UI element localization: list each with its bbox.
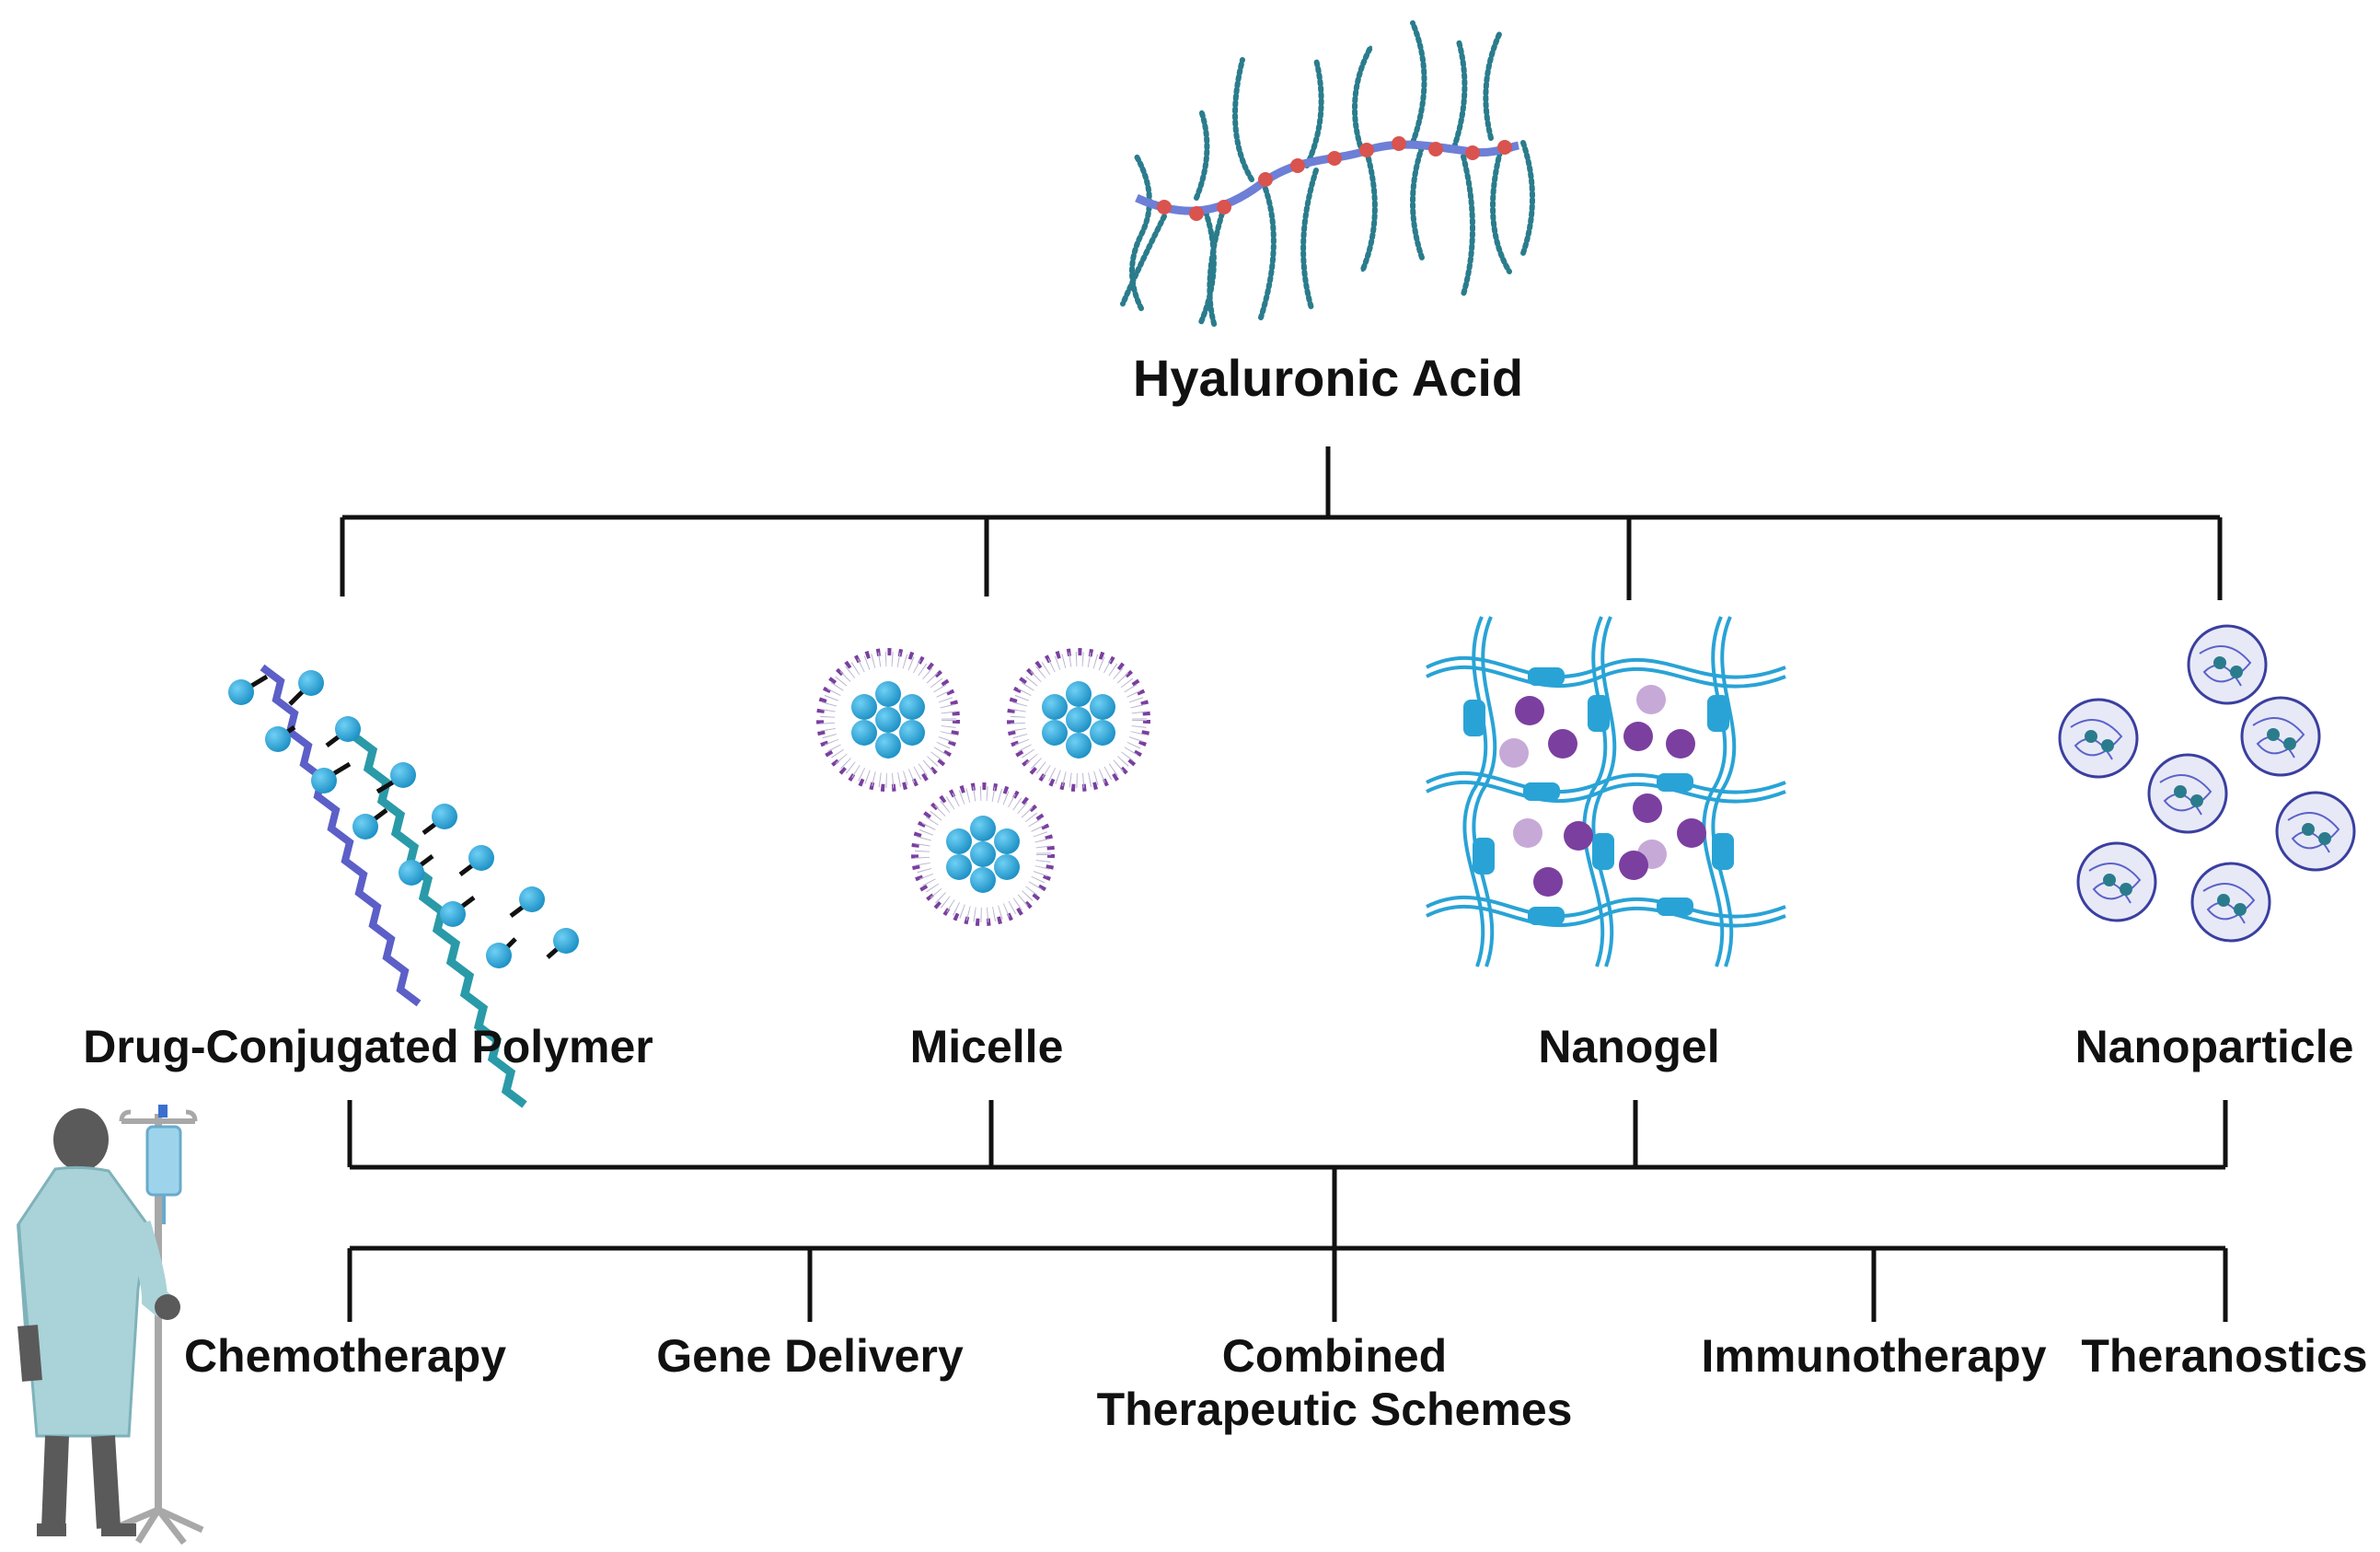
tree-connectors [340, 446, 2228, 1322]
carrier-label-nanoparticle: Nanoparticle [2074, 1021, 2354, 1072]
patient-with-iv-drip-icon [17, 1105, 204, 1546]
application-label-combined-therapeutic-schemes: Combined Therapeutic Schemes [1077, 1329, 1592, 1436]
carrier-label-nanogel: Nanogel [1538, 1021, 1720, 1072]
carrier-label-micelle: Micelle [909, 1021, 1064, 1072]
micelle-icon [816, 648, 1150, 926]
root-label-hyaluronic-acid: Hyaluronic Acid [1132, 349, 1524, 407]
nanogel-icon [1426, 616, 1786, 967]
hyaluronic-acid-icon [1120, 20, 1535, 330]
application-label-chemotherapy: Chemotherapy [183, 1330, 507, 1382]
combined-line-2: Therapeutic Schemes [1096, 1384, 1573, 1435]
carrier-label-drug-conjugated-polymer: Drug-Conjugated Polymer [83, 1021, 653, 1072]
application-label-theranostics: Theranostics [2081, 1330, 2368, 1382]
application-label-immunotherapy: Immunotherapy [1701, 1330, 2047, 1382]
nanoparticle-icon [2058, 624, 2356, 943]
combined-line-1: Combined [1221, 1330, 1448, 1382]
drug-conjugated-polymer-icon [228, 664, 579, 1108]
application-label-gene-delivery: Gene Delivery [656, 1330, 964, 1382]
